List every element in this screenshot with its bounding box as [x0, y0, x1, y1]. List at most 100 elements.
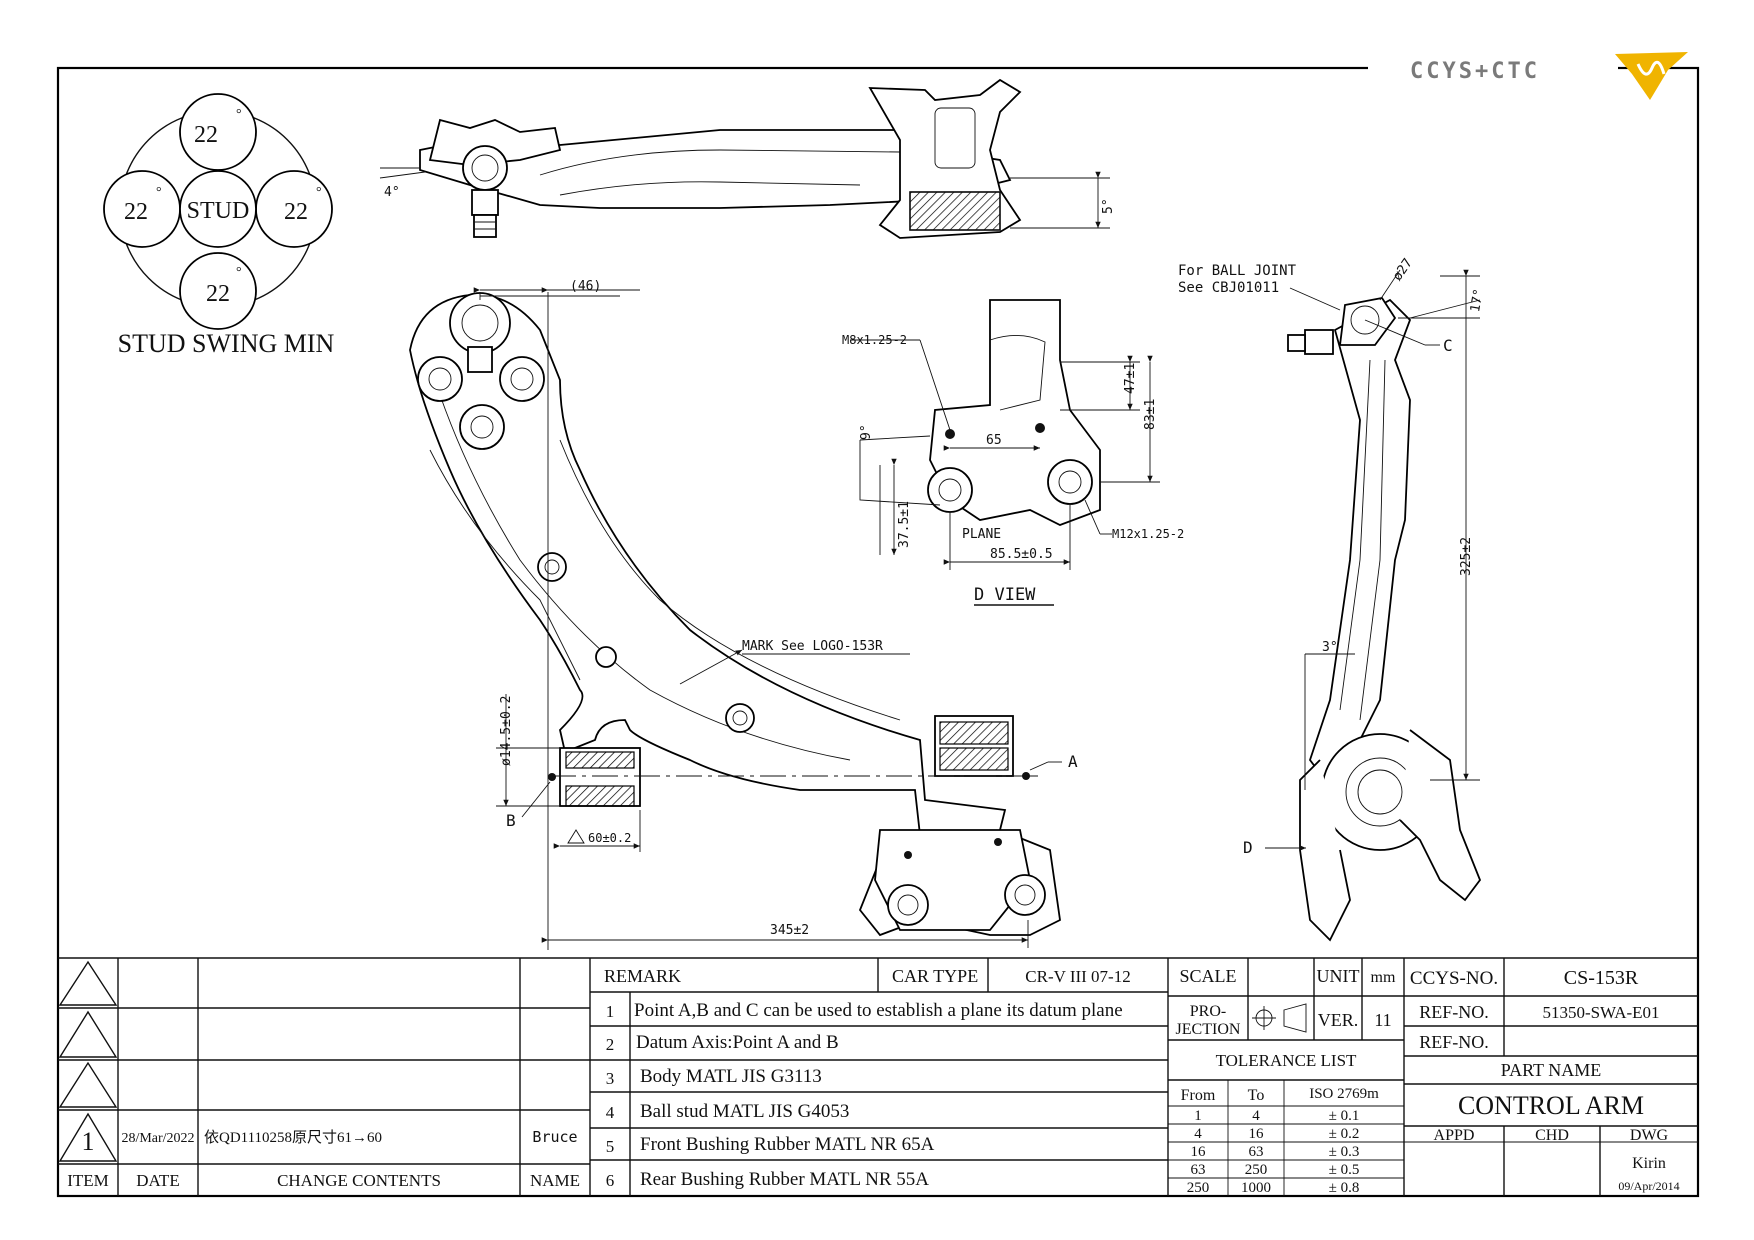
tol-from: 1: [1194, 1108, 1202, 1124]
remark-text: Body MATL JIS G3113: [640, 1066, 822, 1087]
remark-text: Rear Bushing Rubber MATL NR 55A: [640, 1169, 929, 1190]
point-d-label: D: [1243, 838, 1253, 857]
ball-joint-note-2: See CBJ01011: [1178, 280, 1279, 296]
drawn-date: 09/Apr/2014: [1618, 1179, 1679, 1193]
ref-no-value-1: 51350-SWA-E01: [1542, 1003, 1659, 1022]
third-angle-projection-icon: [1252, 1003, 1307, 1033]
swing-left-value: 22: [124, 199, 148, 225]
tolerance-title: TOLERANCE LIST: [1216, 1051, 1357, 1070]
revision-triangle-icon: [58, 960, 118, 1006]
dview-dim-83: 83±1: [1143, 399, 1158, 430]
mark-note: MARK See LOGO-153R: [742, 639, 883, 654]
remark-no: 4: [606, 1103, 615, 1122]
remark-no: 1: [606, 1002, 615, 1021]
dim-46: (46): [570, 279, 601, 294]
tol-value: ± 0.5: [1329, 1162, 1360, 1178]
remark-text: Front Bushing Rubber MATL NR 65A: [640, 1134, 935, 1155]
side-view: C For BALL JOINT See CBJ01011 ø27 17° 32…: [1178, 256, 1487, 942]
swing-top-value: 22: [194, 122, 218, 148]
dview-m12-label: M12x1.25-2: [1112, 527, 1184, 541]
sheet-border: [56, 66, 1700, 1198]
rev-item: 1: [82, 1127, 95, 1156]
ver-label: VER.: [1318, 1010, 1359, 1030]
dview-angle-9: 9°: [859, 424, 874, 440]
point-b-label: B: [506, 811, 516, 830]
angle-3: 3°: [1322, 640, 1338, 655]
tol-to: 63: [1249, 1144, 1264, 1160]
dim-14: ø14.5±0.2: [499, 696, 514, 766]
main-plan-view: (46) 345±2 60±0.2 ø14.5±0.2 A B MARK See…: [409, 279, 1078, 950]
revision-triangle-icon: [58, 1061, 118, 1108]
projection-label-2: JECTION: [1176, 1021, 1241, 1038]
point-a-label: A: [1068, 752, 1078, 771]
rev-header-name: NAME: [530, 1171, 580, 1190]
dview-m8-label: M8x1.25-2: [842, 333, 907, 347]
logo-mark-icon: [1615, 52, 1688, 100]
rev-header-date: DATE: [136, 1171, 179, 1190]
tol-from: 250: [1187, 1180, 1210, 1196]
ccys-no-label: CCYS-NO.: [1410, 968, 1498, 989]
rev-change: 依QD1110258原尺寸61→60: [204, 1129, 382, 1146]
revision-triangle-icon: [58, 1010, 118, 1058]
tol-value: ± 0.3: [1329, 1144, 1360, 1160]
remark-text: Datum Axis:Point A and B: [636, 1032, 839, 1053]
logo-text: CCYS+CTC: [1410, 59, 1540, 84]
point-c-label: C: [1443, 336, 1453, 355]
degree-mark: °: [316, 185, 322, 200]
rev-header-item: ITEM: [67, 1171, 109, 1190]
tol-value: ± 0.8: [1329, 1180, 1360, 1196]
tol-header-from: From: [1181, 1087, 1216, 1104]
tol-to: 250: [1245, 1162, 1268, 1178]
ref-no-label-1: REF-NO.: [1419, 1002, 1489, 1022]
appd-label: APPD: [1434, 1127, 1475, 1144]
drawer-name: Kirin: [1632, 1155, 1666, 1172]
stud-swing-diagram: 22 22 22 22 STUD ° ° ° ° STUD SWING MIN: [103, 93, 335, 358]
dim-325: 325±2: [1459, 537, 1474, 576]
stud-swing-caption: STUD SWING MIN: [118, 329, 335, 358]
remark-text: Point A,B and C can be used to establish…: [634, 1000, 1123, 1021]
unit-label: UNIT: [1317, 966, 1360, 986]
company-logo: CCYS+CTC: [1368, 52, 1688, 100]
dview-dim-65: 65: [986, 433, 1002, 448]
revision-triangle-icon: [58, 1112, 118, 1162]
ccys-no-value: CS-153R: [1564, 967, 1639, 989]
tol-from: 16: [1191, 1144, 1207, 1160]
dview-dim-47: 47±1: [1123, 363, 1138, 394]
degree-mark: °: [236, 265, 242, 280]
ball-joint-note-1: For BALL JOINT: [1178, 263, 1297, 279]
dview-dim-375: 37.5±1: [897, 501, 912, 548]
swing-center-label: STUD: [187, 198, 250, 224]
remark-no: 6: [606, 1171, 615, 1190]
tol-from: 4: [1194, 1126, 1202, 1142]
rev-date: 28/Mar/2022: [121, 1131, 194, 1146]
d-view: 65 M8x1.25-2 47±1 83±1 9° 37.5±1 85.5±0.…: [842, 299, 1184, 606]
remark-label: REMARK: [604, 966, 681, 986]
top-view: 4° 5°: [379, 78, 1116, 239]
title-block: 1 28/Mar/2022 依QD1110258原尺寸61→60 Bruce I…: [58, 957, 1698, 1196]
rev-header-change: CHANGE CONTENTS: [277, 1171, 441, 1190]
tol-from: 63: [1191, 1162, 1206, 1178]
tol-header-to: To: [1248, 1087, 1265, 1104]
top-angle-left: 4°: [384, 185, 400, 200]
projection-label-1: PRO-: [1190, 1003, 1226, 1020]
dview-plane-label: PLANE: [962, 527, 1001, 542]
scale-label: SCALE: [1179, 966, 1236, 986]
dview-dim-855: 85.5±0.5: [990, 547, 1053, 562]
tol-to: 16: [1249, 1126, 1265, 1142]
degree-mark: °: [236, 107, 242, 122]
remark-no: 3: [606, 1069, 615, 1088]
degree-mark: °: [156, 185, 162, 200]
part-name-label: PART NAME: [1501, 1060, 1601, 1080]
tol-to: 4: [1252, 1108, 1260, 1124]
dim-60: 60±0.2: [588, 831, 631, 845]
ver-value: 11: [1374, 1010, 1391, 1030]
rev-name: Bruce: [532, 1128, 577, 1146]
dim-345: 345±2: [770, 923, 809, 938]
remark-text: Ball stud MATL JIS G4053: [640, 1101, 849, 1122]
tol-to: 1000: [1241, 1180, 1271, 1196]
unit-value: mm: [1371, 969, 1396, 986]
top-angle-right: 5°: [1101, 198, 1116, 214]
dview-title: D VIEW: [974, 585, 1036, 605]
swing-bottom-value: 22: [206, 281, 230, 307]
tol-value: ± 0.2: [1329, 1126, 1360, 1142]
